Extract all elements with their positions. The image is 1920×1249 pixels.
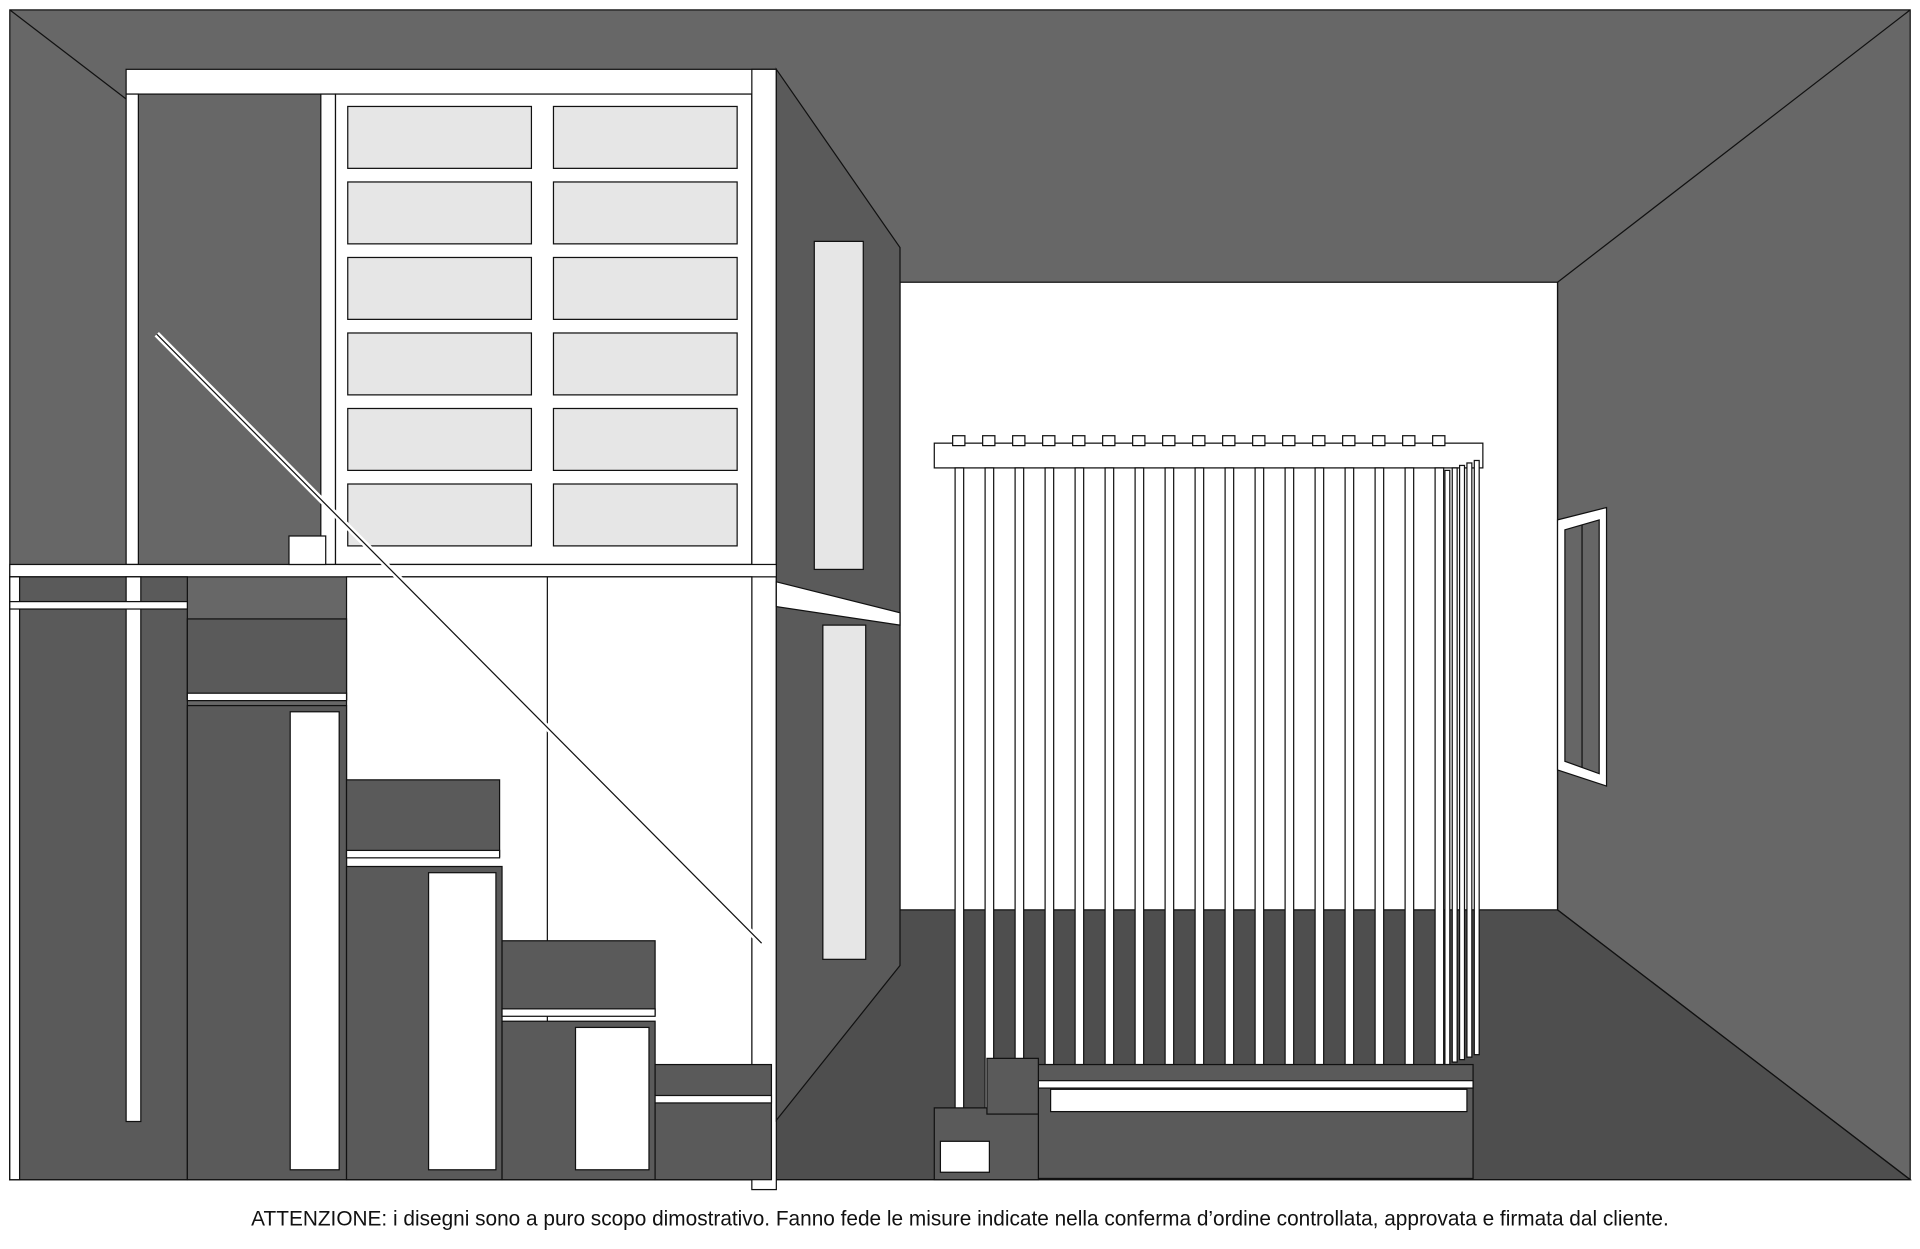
roof-slat [1102,435,1116,447]
roof-slat [1192,435,1206,447]
bed-slat [1314,467,1325,1066]
loft-panel [347,105,533,169]
stair-opening [427,872,497,1171]
roof-slat [1432,435,1446,447]
bed-slat [1134,467,1145,1066]
stair-edge [501,1008,656,1017]
roof-slat [1342,435,1356,447]
disclaimer-caption: ATTENZIONE: i disegni sono a puro scopo … [251,1207,1669,1230]
roof-slat [1132,435,1146,447]
side-slat [1451,467,1458,1063]
loft-panel [552,256,738,320]
side-slat [1444,469,1451,1066]
roof-slat [1372,435,1386,447]
bed-slat [954,467,965,1113]
roof-slat [982,435,996,447]
loft-panel [347,483,533,547]
side-slat [1458,464,1466,1061]
bed-slat [1014,467,1025,1113]
loft-panel [347,256,533,320]
roof-slat [1402,435,1416,447]
wardrobe-left [9,576,188,1181]
loft-panel [552,483,738,547]
loft [9,67,901,1191]
staircase [186,618,773,1181]
bed-slat [1284,467,1295,1066]
loft-panel [347,407,533,472]
bed-slat [1374,467,1385,1066]
bed-frame [933,435,1484,1181]
loft-panel [552,407,738,472]
loft-panel [552,181,738,245]
bed-slat [1104,467,1115,1066]
stair-tread [501,940,656,1016]
bed-slat [1344,467,1355,1066]
stair-cabinet [654,1101,773,1181]
side-slat [1473,459,1480,1056]
bed-slat [1404,467,1415,1066]
roof-slat [1312,435,1326,447]
roof-slat [1282,435,1296,447]
roof-slat [1222,435,1236,447]
roof-slat [952,435,966,447]
window [1556,506,1608,787]
roof-slat [1012,435,1026,447]
roof-slat [1042,435,1056,447]
stair-edge [345,849,501,859]
stair-tread [345,779,501,858]
stair-edge [654,1094,773,1104]
bed-slat [984,467,995,1113]
roof-slat [1252,435,1266,447]
stair-edge [186,692,348,702]
stair-opening [574,1026,650,1171]
bed-slat [1074,467,1085,1066]
bed-slat [1224,467,1235,1066]
bed-slat [1254,467,1265,1066]
loft-panel [552,332,738,396]
handrail [154,332,764,946]
stair-opening [289,711,340,1171]
bed-slat [1434,467,1445,1066]
loft-panel [347,181,533,245]
loft-panel [347,332,533,396]
loft-panel [552,105,738,169]
stair-tread [186,618,348,701]
bed-slat [1164,467,1175,1066]
roof-slat [1072,435,1086,447]
roof-slat [1162,435,1176,447]
side-slat [1466,462,1473,1058]
bed-slat [1044,467,1055,1066]
bed-slat [1194,467,1205,1066]
